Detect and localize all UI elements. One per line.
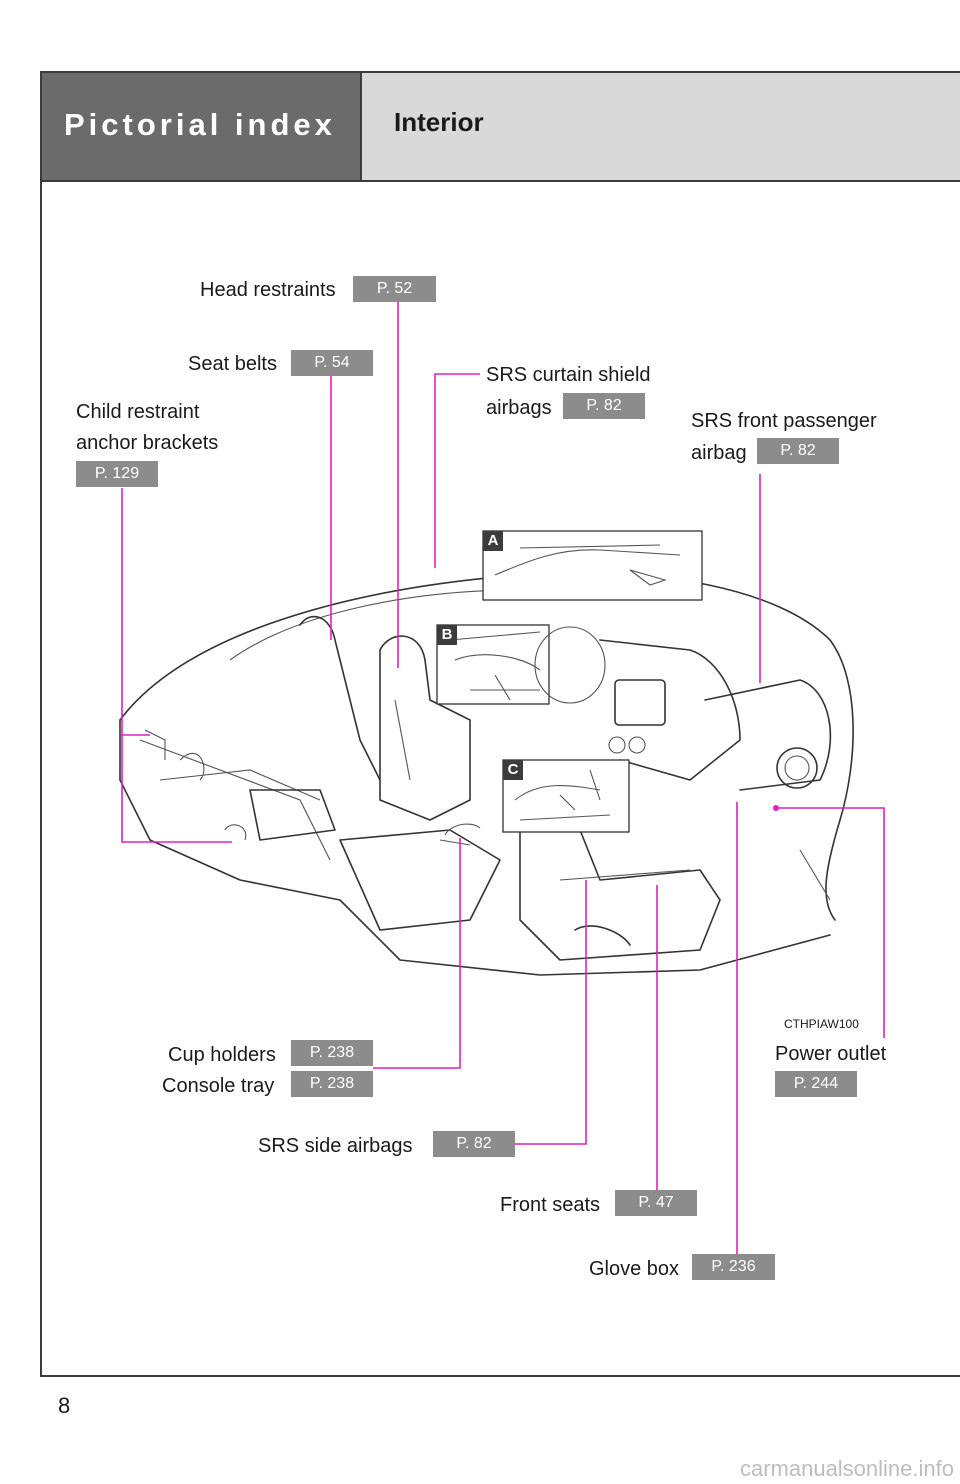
inset-tag-c: C <box>503 760 523 780</box>
srs-front-passenger-label-line1: SRS front passenger <box>691 410 877 432</box>
car-interior-drawing <box>119 572 854 976</box>
front-seats-label: Front seats <box>500 1194 601 1216</box>
page-number: 8 <box>58 1393 71 1418</box>
srs-curtain-label-line1: SRS curtain shield <box>486 364 651 386</box>
header-divider <box>40 180 960 182</box>
page-frame <box>40 71 960 1377</box>
seat-belts-page-link[interactable]: P. 54 <box>291 350 373 376</box>
head-restraints-label: Head restraints <box>200 279 336 301</box>
glove-box-label: Glove box <box>589 1258 680 1280</box>
leader-lines <box>121 300 885 1254</box>
srs-front-passenger-page-link[interactable]: P. 82 <box>757 438 839 464</box>
power-outlet-page-link[interactable]: P. 244 <box>775 1071 857 1097</box>
child-restraint-label-line1: Child restraint <box>76 401 200 423</box>
page-title: Interior <box>394 107 484 137</box>
front-seats-page-link[interactable]: P. 47 <box>615 1190 697 1216</box>
inset-tag-a: A <box>483 531 503 551</box>
cup-holders-label: Cup holders <box>168 1044 276 1066</box>
illustration-code: CTHPIAW100 <box>784 1017 859 1031</box>
head-restraints-page-link[interactable]: P. 52 <box>353 276 436 302</box>
srs-curtain-label-line2: airbags <box>486 397 552 419</box>
glove-box-page-link[interactable]: P. 236 <box>692 1254 775 1280</box>
section-title: Pictorial index <box>64 107 336 142</box>
inset-a-box <box>482 530 703 601</box>
srs-side-airbags-page-link[interactable]: P. 82 <box>433 1131 515 1157</box>
section-header: Interior <box>362 71 960 182</box>
console-tray-label: Console tray <box>162 1075 275 1097</box>
cup-holders-page-link[interactable]: P. 238 <box>291 1040 373 1066</box>
srs-side-airbags-label: SRS side airbags <box>258 1135 413 1157</box>
console-tray-page-link[interactable]: P. 238 <box>291 1071 373 1097</box>
watermark: carmanualsonline.info <box>739 1456 954 1481</box>
child-restraint-label-line2: anchor brackets <box>76 432 219 454</box>
seat-belts-label: Seat belts <box>188 353 277 375</box>
srs-curtain-page-link[interactable]: P. 82 <box>563 393 645 419</box>
section-tab: Pictorial index <box>40 71 362 182</box>
power-outlet-label: Power outlet <box>775 1043 887 1065</box>
srs-front-passenger-label-line2: airbag <box>691 442 747 464</box>
child-restraint-page-link[interactable]: P. 129 <box>76 461 158 487</box>
inset-tag-b: B <box>437 625 457 645</box>
